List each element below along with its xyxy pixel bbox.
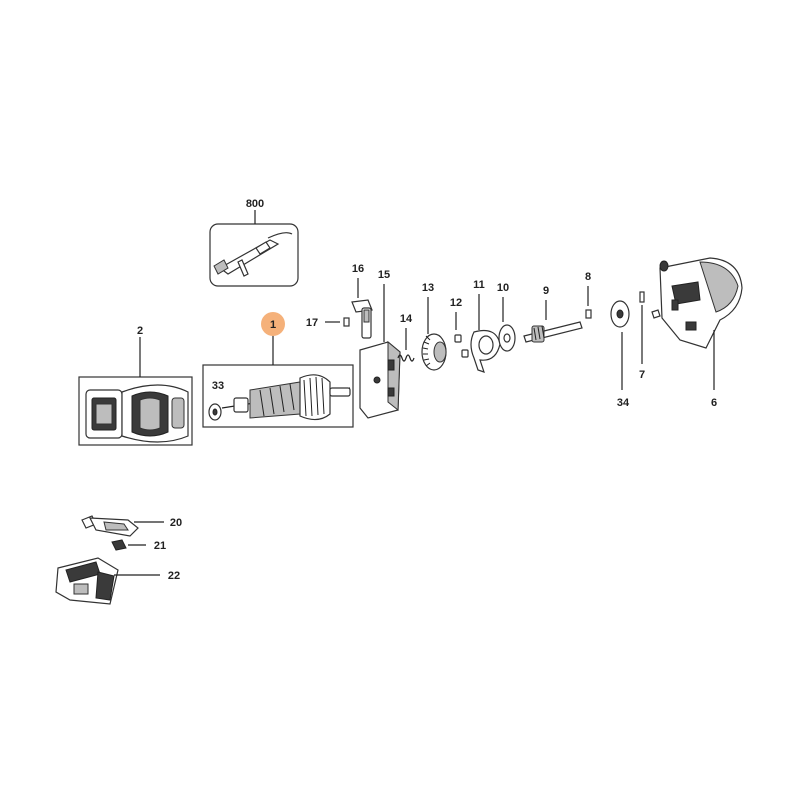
- part-14-spring: [397, 354, 415, 362]
- part-20-group[interactable]: 20: [81, 515, 182, 537]
- label-22: 22: [168, 570, 180, 582]
- part-15-group[interactable]: 15: [359, 269, 401, 419]
- label-15: 15: [378, 269, 390, 281]
- label-7: 7: [639, 369, 645, 381]
- part-800-group[interactable]: 800: [209, 198, 299, 287]
- part-7-group[interactable]: 7: [639, 291, 645, 381]
- part-11-group[interactable]: 11: [470, 279, 501, 373]
- part-17-group[interactable]: 17: [306, 317, 350, 329]
- part-17-pin: [343, 317, 350, 327]
- part-6-group[interactable]: 6: [651, 257, 743, 409]
- part-15-plate-drawing: [359, 340, 401, 419]
- part-33-washer[interactable]: [208, 403, 222, 421]
- part-11-ring-drawing: [470, 329, 501, 373]
- part-2-stator-drawing: [85, 384, 189, 443]
- label-9: 9: [543, 285, 549, 297]
- part-12-pin-b: [461, 349, 469, 358]
- part-8-group[interactable]: 8: [585, 271, 592, 319]
- part-8-pin: [585, 309, 592, 319]
- label-14: 14: [400, 313, 413, 325]
- label-16: 16: [352, 263, 364, 275]
- part-6-housing-drawing: [651, 257, 743, 349]
- label-11: 11: [473, 279, 485, 291]
- part-34-group[interactable]: 34: [610, 300, 630, 409]
- part-9-group[interactable]: 9: [523, 285, 583, 343]
- label-34: 34: [617, 397, 630, 409]
- label-20: 20: [170, 517, 182, 529]
- part-21-clip: [111, 539, 127, 551]
- part-7-pin: [639, 291, 645, 303]
- part-2-group[interactable]: 2: [78, 325, 193, 446]
- label-2: 2: [137, 325, 143, 337]
- label-12: 12: [450, 297, 462, 309]
- part-16-group[interactable]: 16: [351, 263, 373, 339]
- part-10-hole: [503, 333, 511, 343]
- part-13-group[interactable]: 13: [421, 282, 447, 371]
- label-6: 6: [711, 397, 717, 409]
- label-17: 17: [306, 317, 318, 329]
- part-10-group[interactable]: 10: [497, 282, 516, 352]
- part-1-highlight-badge: [261, 312, 285, 336]
- part-9-spindle-drawing: [523, 321, 583, 343]
- label-13: 13: [422, 282, 434, 294]
- part-14-group[interactable]: 14: [397, 313, 415, 362]
- part-16-brush-drawing: [351, 299, 373, 339]
- part-1-armature-drawing: [221, 374, 351, 421]
- label-21: 21: [154, 540, 166, 552]
- part-22-group[interactable]: 22: [55, 557, 180, 605]
- part-12-pin-a: [454, 334, 462, 343]
- part-800-cable-drawing: [213, 232, 293, 277]
- part-13-gear-drawing: [421, 333, 447, 371]
- label-33: 33: [212, 380, 224, 392]
- part-1-box: [202, 364, 354, 428]
- part-20-lever-drawing: [81, 515, 139, 537]
- part-12-group[interactable]: 12: [450, 297, 469, 358]
- label-10: 10: [497, 282, 509, 294]
- label-8: 8: [585, 271, 591, 283]
- part-800-box: [209, 223, 299, 287]
- part-1-group[interactable]: 33 1: [202, 312, 354, 428]
- part-2-box: [78, 376, 193, 446]
- part-22-switch-drawing: [55, 557, 119, 605]
- label-800: 800: [246, 198, 264, 210]
- part-21-group[interactable]: 21: [111, 539, 166, 552]
- label-1: 1: [270, 319, 276, 331]
- part-34-hole: [616, 309, 624, 319]
